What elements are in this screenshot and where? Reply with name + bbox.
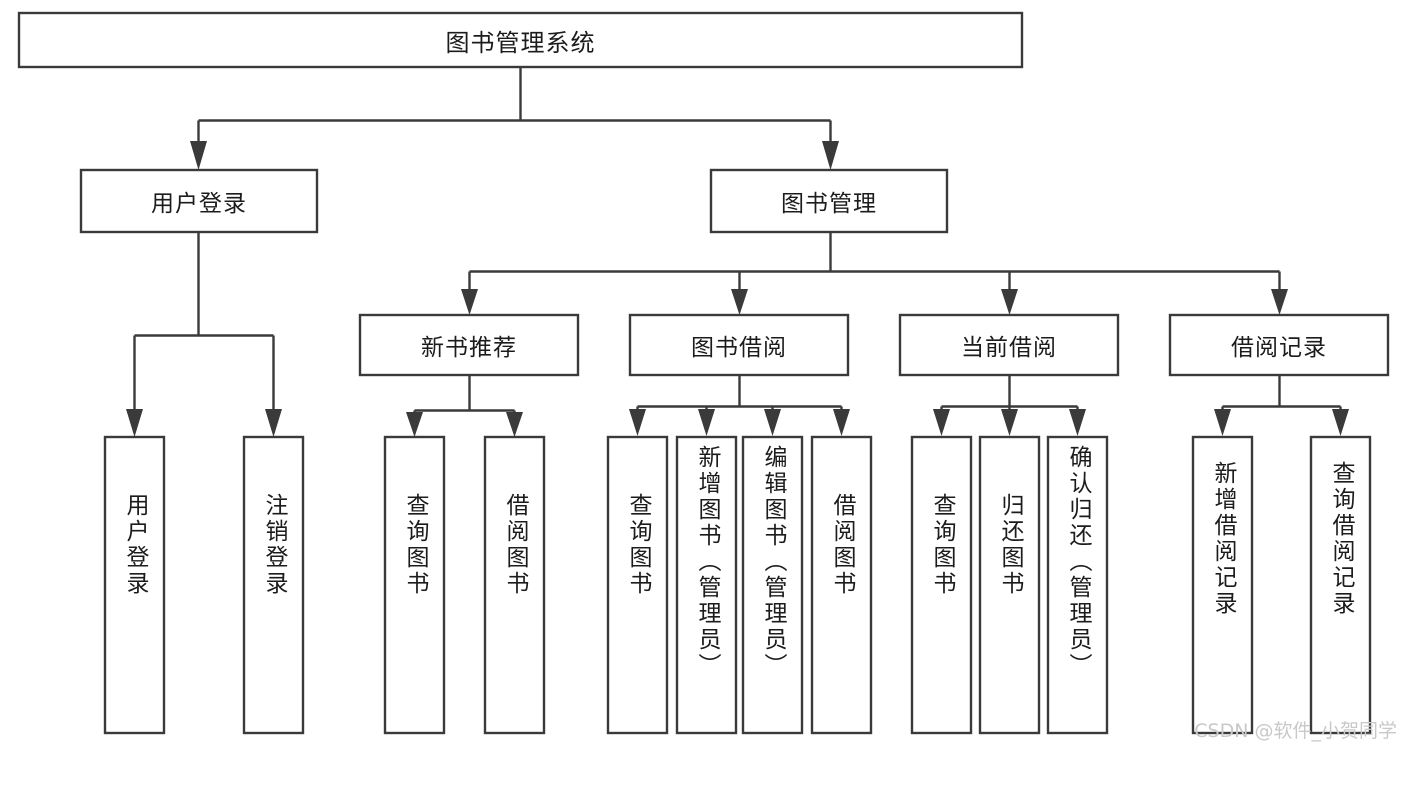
leaf-box-book-borrow-0[interactable]	[606, 435, 669, 735]
arrow-to-user-login	[190, 141, 207, 170]
leaf-box-book-borrow-3[interactable]	[810, 435, 873, 735]
arrow-leaf-bookborrow-1	[629, 409, 646, 436]
leaf-box-current-borrow-2[interactable]	[1046, 435, 1109, 735]
arrow-leaf-currentborrow-3	[1069, 409, 1086, 436]
arrow-leaf-newbook-1	[406, 412, 423, 437]
leaf-box-book-borrow-2[interactable]	[741, 435, 804, 735]
node-box-book-borrow[interactable]	[628, 313, 850, 377]
arrow-to-book-borrow	[731, 289, 748, 315]
leaf-box-current-borrow-0[interactable]	[910, 435, 973, 735]
leaf-box-borrow-record-0[interactable]	[1191, 435, 1254, 735]
connector-layer	[126, 67, 1349, 437]
arrow-leaf-bookborrow-2	[698, 409, 715, 436]
arrow-leaf-borrowrecord-1	[1214, 409, 1231, 436]
node-box-layer	[17, 11, 1390, 735]
leaf-box-book-borrow-1[interactable]	[675, 435, 738, 735]
tree-diagram-svg	[17, 11, 1390, 735]
arrow-to-new-book-recommend	[461, 289, 478, 315]
arrow-to-book-manage	[822, 141, 839, 170]
arrow-leaf-user-login-2	[265, 409, 282, 437]
node-box-current-borrow[interactable]	[898, 313, 1120, 377]
arrow-leaf-currentborrow-2	[1001, 409, 1018, 436]
arrow-leaf-borrowrecord-2	[1332, 409, 1349, 436]
leaf-box-user-login-1[interactable]	[242, 435, 305, 735]
node-box-user-login[interactable]	[79, 168, 319, 234]
node-box-book-manage[interactable]	[709, 168, 949, 234]
node-box-new-book-recommend[interactable]	[358, 313, 580, 377]
arrow-leaf-bookborrow-4	[833, 409, 850, 436]
leaf-box-current-borrow-1[interactable]	[978, 435, 1041, 735]
node-box-borrow-record[interactable]	[1168, 313, 1390, 377]
leaf-box-user-login-0[interactable]	[103, 435, 166, 735]
node-box-root[interactable]	[17, 11, 1024, 69]
leaf-box-borrow-record-1[interactable]	[1309, 435, 1372, 735]
arrow-to-current-borrow	[1001, 289, 1018, 315]
leaf-box-new-book-0[interactable]	[383, 435, 446, 735]
arrow-leaf-user-login-1	[126, 409, 143, 437]
diagram-canvas: 图书管理系统 用户登录 图书管理 新书推荐 图书借阅 当前借阅 借阅记录 用户登…	[17, 11, 1397, 742]
arrow-leaf-currentborrow-1	[933, 409, 950, 436]
leaf-box-new-book-1[interactable]	[483, 435, 546, 735]
arrow-leaf-bookborrow-3	[764, 409, 781, 436]
arrow-leaf-newbook-2	[506, 412, 523, 437]
arrow-to-borrow-record	[1271, 289, 1288, 315]
